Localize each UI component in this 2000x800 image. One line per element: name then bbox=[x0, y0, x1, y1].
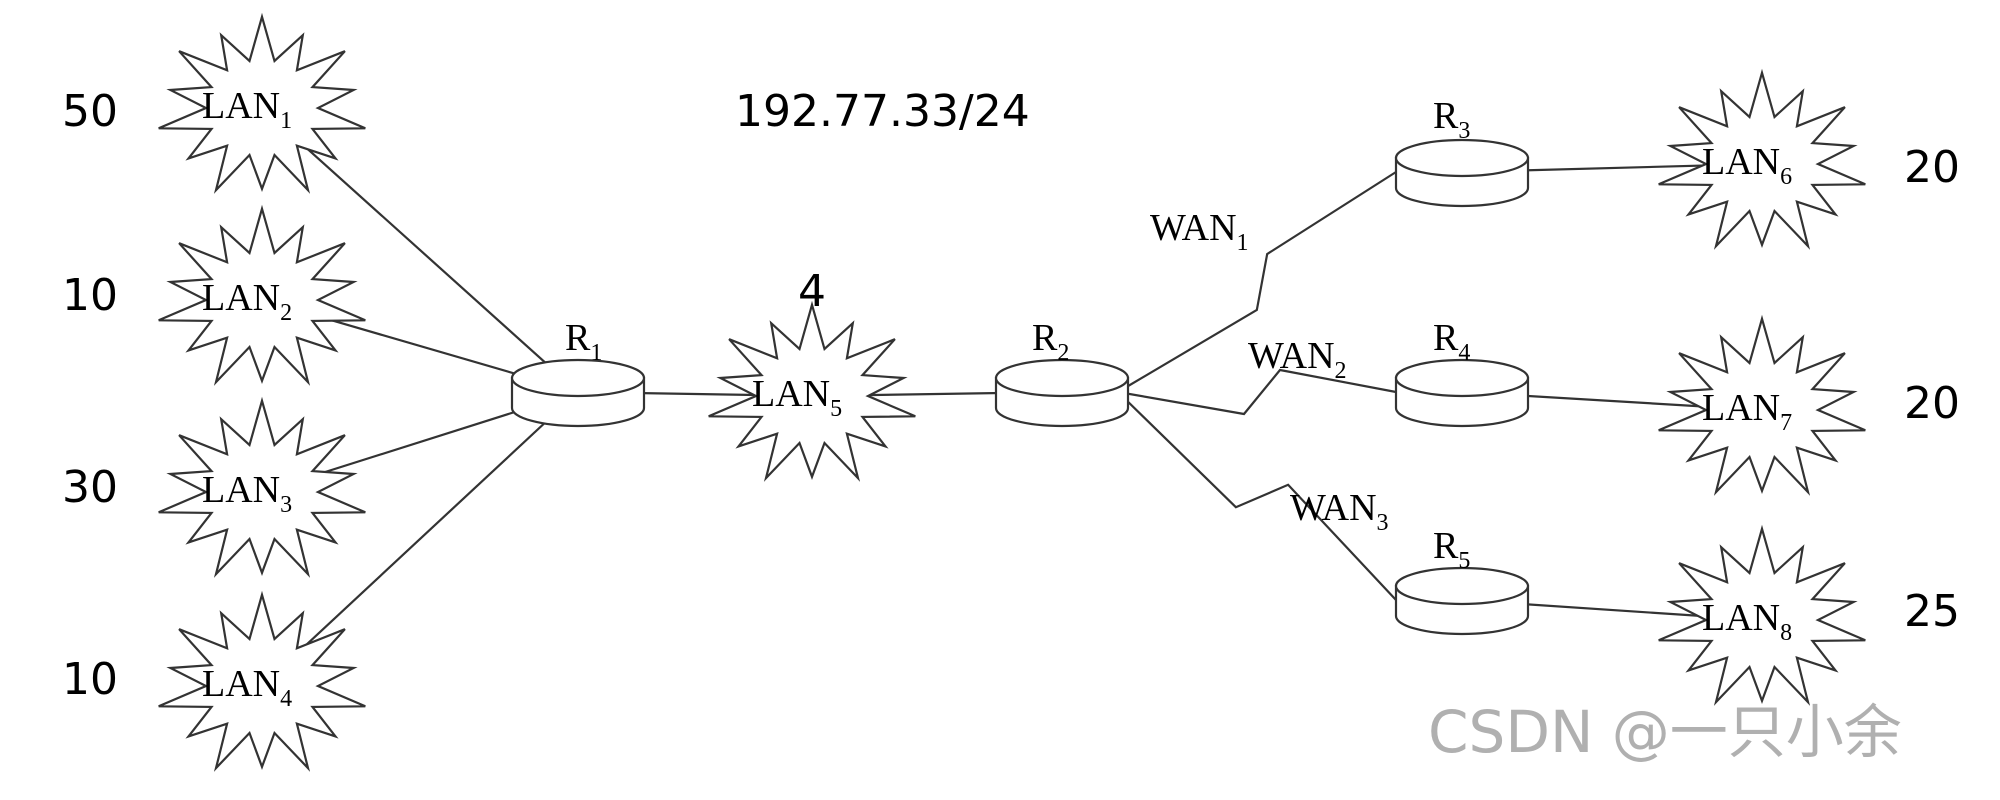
lan-6-label: LAN6 bbox=[1702, 141, 1792, 190]
lan-cloud-icon bbox=[158, 204, 366, 386]
lan-cloud-icon bbox=[708, 300, 916, 482]
router-4-node bbox=[1394, 358, 1530, 428]
link-r2-r5 bbox=[1117, 391, 1397, 601]
lan-8-label: LAN8 bbox=[1702, 597, 1792, 646]
lan-5-node bbox=[708, 300, 916, 482]
lan-cloud-icon bbox=[158, 396, 366, 578]
lan-6-host-count: 20 bbox=[1904, 142, 1960, 193]
lan-7-node bbox=[1658, 314, 1866, 496]
lan-1-host-count: 50 bbox=[62, 86, 118, 137]
router-1-label: R1 bbox=[565, 317, 602, 366]
lan-1-label: LAN1 bbox=[202, 85, 292, 134]
lan-cloud-icon bbox=[158, 12, 366, 194]
link-lan1-r1 bbox=[261, 107, 579, 393]
link-r2-r3 bbox=[1117, 171, 1397, 393]
link-lan4-r1 bbox=[261, 391, 579, 687]
router-3-label: R3 bbox=[1433, 95, 1470, 144]
lan-cloud-icon bbox=[158, 590, 366, 772]
link-r2-r4 bbox=[1117, 368, 1397, 416]
lan-3-label: LAN3 bbox=[202, 469, 292, 518]
lan-4-node bbox=[158, 590, 366, 772]
router-top-icon bbox=[1394, 566, 1530, 606]
lan-4-label: LAN4 bbox=[202, 663, 292, 712]
router-2-node bbox=[994, 358, 1130, 428]
lan-2-label: LAN2 bbox=[202, 277, 292, 326]
router-5-node bbox=[1394, 566, 1530, 636]
lan-cloud-icon bbox=[1658, 314, 1866, 496]
router-5-label: R5 bbox=[1433, 525, 1470, 574]
lan-1-node bbox=[158, 12, 366, 194]
lan-3-node bbox=[158, 396, 366, 578]
router-top-icon bbox=[1394, 138, 1530, 178]
network-prefix-label: 192.77.33/24 bbox=[735, 86, 1030, 137]
router-4-label: R4 bbox=[1433, 317, 1470, 366]
lan-4-host-count: 10 bbox=[62, 654, 118, 705]
router-3-node bbox=[1394, 138, 1530, 208]
lan-7-host-count: 20 bbox=[1904, 378, 1960, 429]
router-1-node bbox=[510, 358, 646, 428]
lan-6-node bbox=[1658, 68, 1866, 250]
watermark: CSDN @一只小余 bbox=[1428, 698, 1902, 766]
lan-7-label: LAN7 bbox=[1702, 387, 1792, 436]
lan-8-host-count: 25 bbox=[1904, 586, 1960, 637]
lan-2-node bbox=[158, 204, 366, 386]
router-2-label: R2 bbox=[1032, 317, 1069, 366]
lan-cloud-icon bbox=[1658, 68, 1866, 250]
wan-1-label: WAN1 bbox=[1150, 207, 1249, 256]
lan-3-host-count: 30 bbox=[62, 462, 118, 513]
lan-5-host-count: 4 bbox=[798, 266, 826, 317]
lan-2-host-count: 10 bbox=[62, 270, 118, 321]
router-top-icon bbox=[994, 358, 1130, 398]
lan-8-node bbox=[1658, 524, 1866, 706]
router-top-icon bbox=[510, 358, 646, 398]
lan-cloud-icon bbox=[1658, 524, 1866, 706]
router-top-icon bbox=[1394, 358, 1530, 398]
wan-3-label: WAN3 bbox=[1290, 487, 1389, 536]
wan-2-label: WAN2 bbox=[1248, 335, 1347, 384]
network-nodes bbox=[158, 12, 1866, 772]
lan-5-label: LAN5 bbox=[752, 373, 842, 422]
